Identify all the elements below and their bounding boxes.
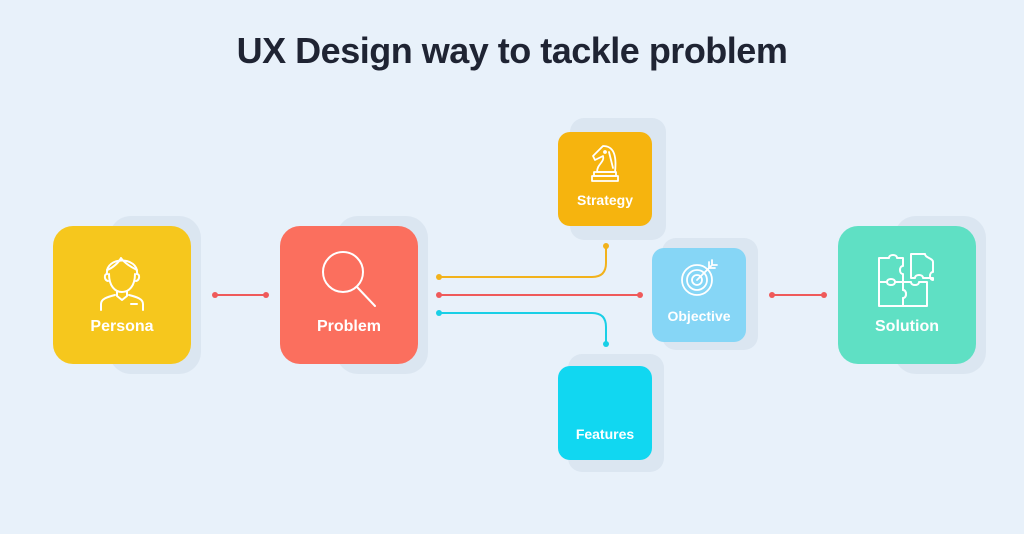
solution-card: Solution (838, 226, 976, 364)
connector-problem-objective (436, 292, 643, 298)
person-icon (53, 248, 191, 312)
diagram-title: UX Design way to tackle problem (236, 30, 788, 71)
puzzle-icon (838, 248, 976, 310)
persona-card: Persona (53, 226, 191, 364)
chess-knight-icon (558, 142, 652, 184)
problem-card: Problem (280, 226, 418, 364)
solution-label: Solution (875, 318, 939, 335)
problem-label: Problem (316, 318, 381, 335)
magnifier-icon (280, 248, 418, 310)
persona-label: Persona (90, 318, 154, 335)
features-card: Features (558, 366, 652, 460)
strategy-card: Strategy (558, 132, 652, 226)
connector-problem-features (436, 310, 609, 347)
connector-persona-problem (212, 292, 269, 298)
strategy-label: Strategy (576, 192, 634, 208)
objective-label: Objective (667, 308, 731, 324)
objective-card: Objective (652, 248, 746, 342)
target-icon (652, 258, 746, 298)
features-label: Features (575, 426, 635, 442)
connector-objective-solution (769, 292, 827, 298)
connector-problem-strategy (436, 243, 609, 280)
